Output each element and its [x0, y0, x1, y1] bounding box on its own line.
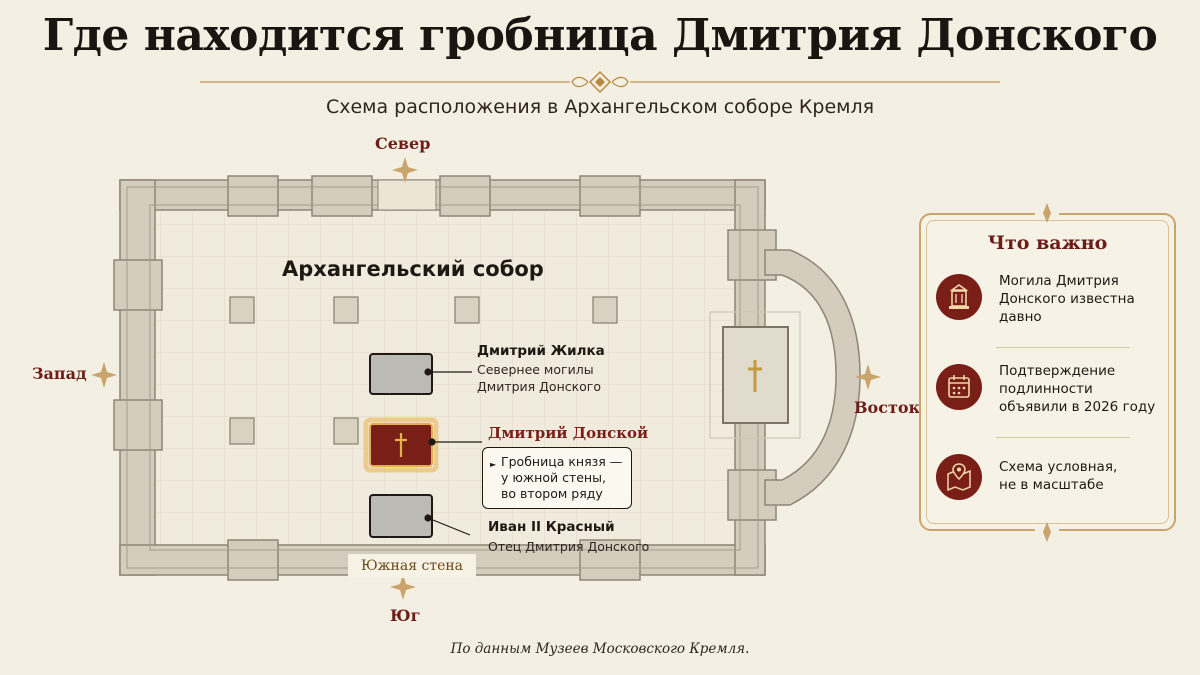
tomb-label-ivan: Иван II Красный [488, 519, 615, 535]
tomb-cross-icon [395, 433, 407, 457]
calendar-icon [936, 364, 982, 410]
columns [229, 296, 618, 445]
tomb-note-donskoy: ► Гробница князя — у южной стены, во вто… [482, 447, 632, 509]
tomb-note-ivan: Отец Дмитрия Донского [488, 539, 650, 554]
floor-grid [150, 205, 750, 550]
tomb-label-donskoy: Дмитрий Донской [488, 424, 649, 442]
altar-cross-icon [748, 360, 762, 392]
map-pin-icon [936, 454, 982, 500]
plan-title: Архангельский собор [282, 257, 544, 281]
tomb-ivan-ii [369, 494, 433, 538]
ornament-divider [200, 70, 1000, 94]
panel-ornament-icon [1035, 203, 1059, 223]
compass-south: Юг [390, 606, 421, 625]
compass-stars [91, 157, 881, 600]
compass-west: Запад [32, 364, 87, 383]
tomb-label-zhilka: Дмитрий Жилка [477, 343, 605, 359]
page-title: Где находится гробница Дмитрия Донского [42, 10, 1158, 61]
tomb-dmitry-zhilka [369, 353, 433, 395]
panel-title: Что важно [987, 232, 1108, 254]
compass-east: Восток [854, 398, 921, 417]
altar-platform [709, 311, 801, 439]
panel-ornament-icon [1035, 522, 1059, 542]
panel-separator [996, 437, 1130, 438]
monument-icon [936, 274, 982, 320]
panel-item-scale: Схема условная, не в масштабе [936, 454, 1166, 516]
apse [764, 249, 861, 506]
panel-item-known-grave: Могила Дмитрия Донского известна давно [936, 273, 1166, 336]
source-note: По данным Музеев Московского Кремля. [450, 641, 750, 657]
tomb-note-zhilka: Севернее могилы Дмитрия Донского [477, 362, 602, 394]
panel-separator [996, 347, 1130, 348]
triangle-bullet-icon: ► [490, 460, 497, 469]
page-subtitle: Схема расположения в Архангельском собор… [325, 96, 875, 118]
compass-north: Север [375, 134, 431, 153]
north-door [377, 179, 437, 211]
south-wall-label: Южная стена [348, 554, 476, 578]
panel-item-authenticity: Подтверждение подлинности объявили в 202… [936, 363, 1166, 426]
